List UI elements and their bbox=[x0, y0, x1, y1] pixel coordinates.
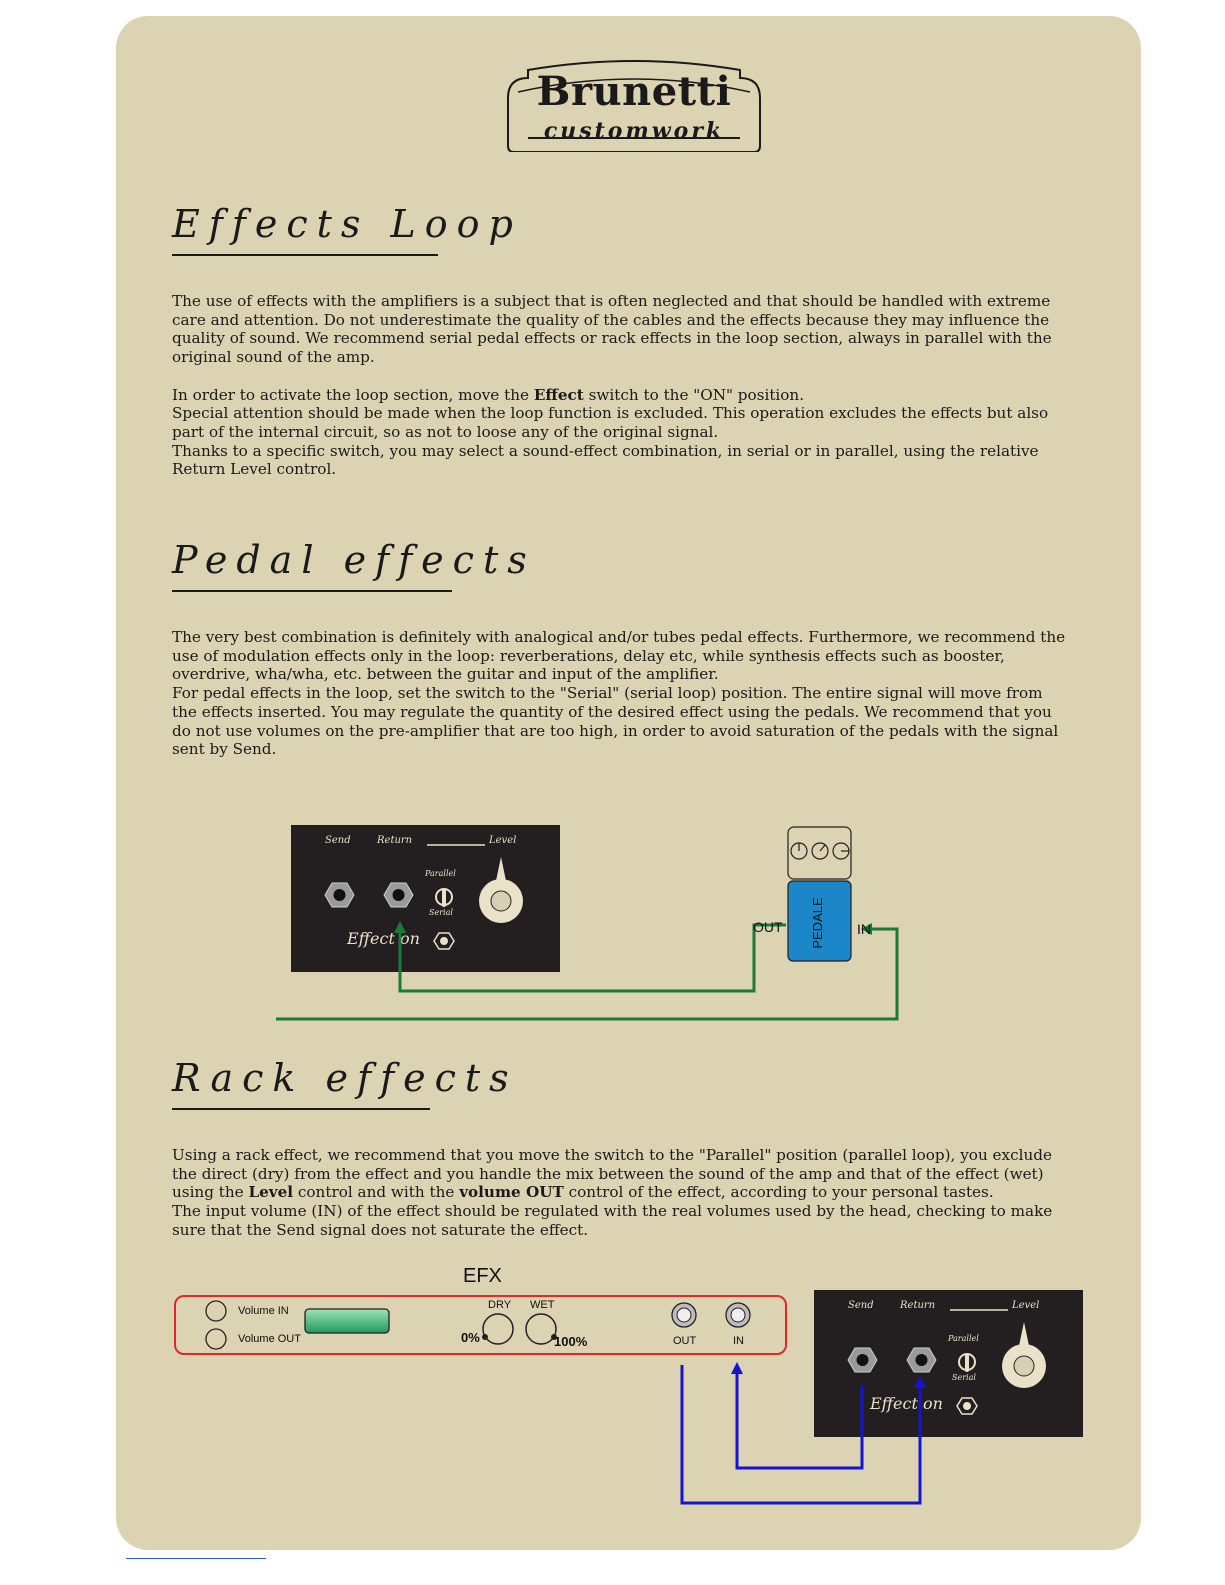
return-label-2: Return bbox=[900, 1300, 936, 1311]
pedal-label: PEDALE bbox=[810, 897, 825, 949]
effects-loop-p3: Special attention should be made when th… bbox=[172, 404, 1049, 441]
send-label: Send bbox=[325, 835, 351, 846]
pedal-effects-heading: Pedal effects bbox=[172, 538, 536, 582]
effects-panel-1: Send Return Level Parallel Serial Effect… bbox=[291, 825, 560, 972]
panel-2-controls bbox=[847, 1309, 1046, 1415]
level-label-2: Level bbox=[1012, 1300, 1040, 1311]
pedal-effects-underline bbox=[172, 590, 452, 592]
brunetti-logo: Brunetti customwork bbox=[488, 58, 780, 152]
efx-title: EFX bbox=[463, 1265, 502, 1287]
send-label-2: Send bbox=[848, 1300, 874, 1311]
effects-loop-text: The use of effects with the amplifiers i… bbox=[172, 292, 1072, 479]
parallel-label-2: Parallel bbox=[948, 1334, 979, 1343]
pedal-in-label: IN bbox=[857, 921, 871, 937]
rack-effects-p2: The input volume (IN) of the effect shou… bbox=[172, 1202, 1053, 1239]
serial-label: Serial bbox=[429, 908, 453, 917]
volume-in-label: Volume IN bbox=[238, 1305, 289, 1317]
efx-out-label: OUT bbox=[673, 1335, 697, 1347]
serial-label-2: Serial bbox=[952, 1373, 976, 1382]
pedal-effects-text: The very best combination is definitely … bbox=[172, 628, 1072, 759]
dry-knob[interactable] bbox=[482, 1313, 514, 1345]
effects-loop-p4: Thanks to a specific switch, you may sel… bbox=[172, 441, 1039, 479]
effects-loop-p2-pre: In order to activate the loop section, m… bbox=[172, 385, 534, 404]
effects-loop-p2: In order to activate the loop section, m… bbox=[172, 386, 1072, 405]
return-jack-2[interactable] bbox=[906, 1347, 937, 1373]
level-knob[interactable] bbox=[479, 857, 523, 923]
send-jack-2[interactable] bbox=[847, 1347, 878, 1373]
volume-out-label: Volume OUT bbox=[238, 1333, 301, 1345]
return-arrow bbox=[394, 921, 406, 933]
effect-on-switch-2[interactable] bbox=[956, 1397, 978, 1415]
wet-knob[interactable] bbox=[525, 1313, 557, 1345]
parallel-label: Parallel bbox=[425, 869, 456, 878]
wet-max-label: 100% bbox=[554, 1334, 588, 1349]
send-jack[interactable] bbox=[324, 882, 355, 908]
footer-rule bbox=[126, 1558, 266, 1559]
parallel-serial-toggle-2[interactable] bbox=[958, 1353, 976, 1372]
effects-loop-underline bbox=[172, 254, 438, 256]
pedal-out-label: OUT bbox=[753, 919, 783, 935]
rack-p1-e: control of the effect, according to your… bbox=[563, 1183, 994, 1202]
pedal-unit bbox=[787, 826, 852, 962]
rack-p1-c: control and with the bbox=[293, 1183, 460, 1202]
dry-min-label: 0% bbox=[461, 1330, 480, 1345]
effects-loop-heading: Effects Loop bbox=[172, 202, 522, 246]
effects-panel-2: Send Return Level Parallel Serial Effect… bbox=[814, 1290, 1083, 1437]
efx-out-jack[interactable] bbox=[671, 1302, 697, 1328]
rack-effects-underline bbox=[172, 1108, 430, 1110]
volume-in-knob[interactable] bbox=[205, 1300, 227, 1322]
efx-display bbox=[304, 1308, 390, 1334]
effect-on-label: Effect on bbox=[347, 929, 420, 948]
efx-in-label: IN bbox=[733, 1335, 744, 1347]
panel-1-controls bbox=[324, 844, 523, 950]
rack-effects-heading: Rack effects bbox=[172, 1056, 518, 1100]
efx-in-jack[interactable] bbox=[725, 1302, 751, 1328]
volume-out-bold: volume OUT bbox=[459, 1183, 564, 1202]
return-label: Return bbox=[377, 835, 413, 846]
dry-label: DRY bbox=[488, 1299, 512, 1311]
efx-controls bbox=[205, 1300, 751, 1350]
effect-bold: Effect bbox=[533, 385, 584, 404]
logo-brand: Brunetti bbox=[536, 68, 732, 115]
level-bold: Level bbox=[248, 1183, 294, 1202]
effects-loop-p1: The use of effects with the amplifiers i… bbox=[172, 292, 1052, 367]
pedal-cables bbox=[276, 826, 899, 1021]
rack-effects-text: Using a rack effect, we recommend that y… bbox=[172, 1146, 1072, 1240]
pedal-effects-p1: The very best combination is definitely … bbox=[172, 628, 1066, 684]
volume-out-knob[interactable] bbox=[205, 1328, 227, 1350]
level-label: Level bbox=[489, 835, 517, 846]
manual-page: Brunetti customwork Effects Loop The use… bbox=[116, 16, 1141, 1550]
rack-p1-a: Using a rack effect, we recommend that y… bbox=[172, 1146, 1052, 1202]
logo-subtitle: customwork bbox=[543, 118, 725, 144]
effect-on-switch[interactable] bbox=[433, 932, 455, 950]
pedal-in-arrow bbox=[861, 923, 872, 935]
effects-loop-p2-post: switch to the "ON" position. bbox=[583, 385, 805, 404]
wet-label: WET bbox=[530, 1299, 555, 1311]
parallel-serial-toggle[interactable] bbox=[435, 888, 453, 907]
return-jack[interactable] bbox=[383, 882, 414, 908]
level-knob-2[interactable] bbox=[1002, 1322, 1046, 1388]
rack-effects-p1: Using a rack effect, we recommend that y… bbox=[172, 1146, 1072, 1202]
rack-in-arrow bbox=[731, 1362, 743, 1374]
pedal-diagram: Send Return Level Parallel Serial Effect… bbox=[276, 821, 976, 1031]
efx-rack-unit: Volume IN Volume OUT DRY WET 0% 100% OUT… bbox=[174, 1295, 787, 1355]
pedal-effects-p2: For pedal effects in the loop, set the s… bbox=[172, 684, 1059, 759]
